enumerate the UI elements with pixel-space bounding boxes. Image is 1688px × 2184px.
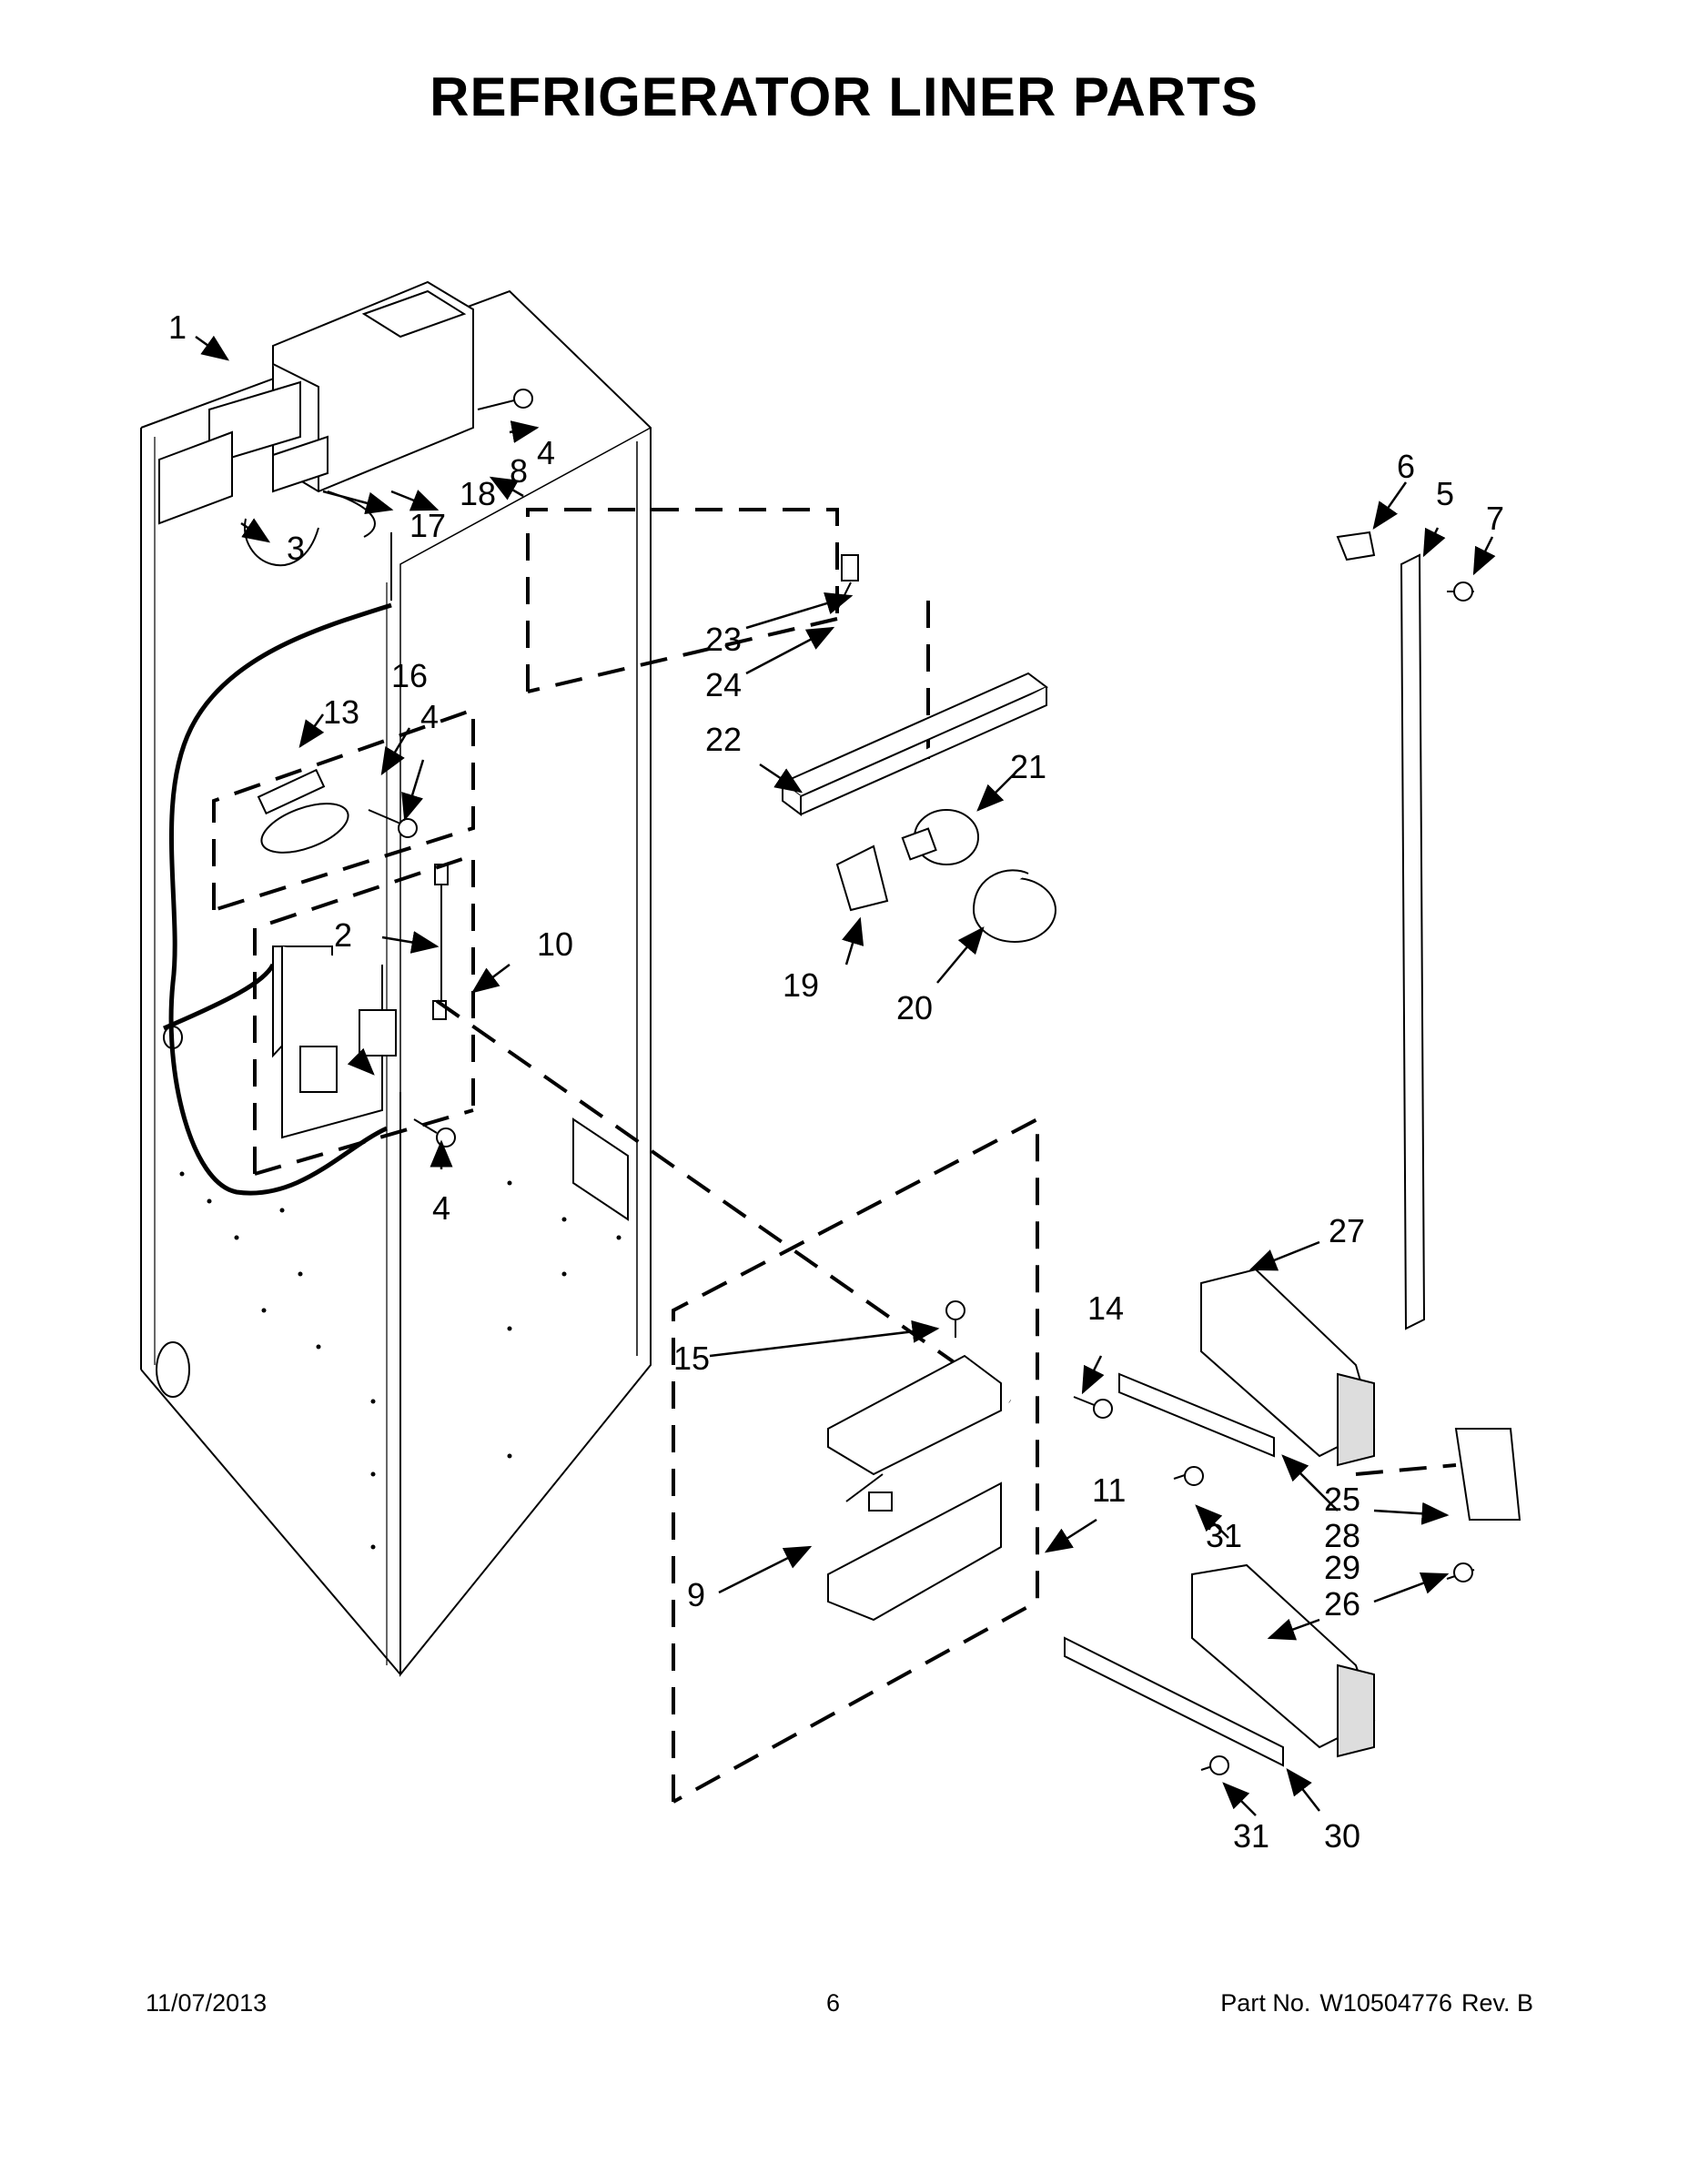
callout-18: 18	[460, 475, 496, 512]
callout-6: 6	[1397, 448, 1415, 485]
callout-27: 27	[1329, 1212, 1365, 1249]
callout-21: 21	[1010, 748, 1046, 785]
footer-part-info: Part No. W10504776 Rev. B	[1211, 1989, 1533, 2017]
callout-labels: 1 2 3 4 4 4 5 6 7 8 9 10 11 13 14 15 16 …	[168, 308, 1504, 1855]
callout-8: 8	[510, 452, 528, 490]
dispenser-module	[827, 1354, 1002, 1622]
callout-16: 16	[391, 657, 428, 694]
callout-17: 17	[409, 507, 446, 544]
callout-30: 30	[1324, 1817, 1360, 1855]
leader-arrows	[195, 335, 1496, 1816]
callout-5: 5	[1436, 475, 1454, 512]
callout-1: 1	[168, 308, 187, 346]
callout-4c: 4	[432, 1189, 450, 1227]
crisper-parts	[1064, 1268, 1521, 1767]
callout-24: 24	[705, 666, 742, 703]
screws	[368, 389, 1475, 1775]
callout-4b: 4	[420, 698, 439, 735]
callout-7: 7	[1486, 500, 1504, 537]
callout-28: 28	[1324, 1517, 1360, 1554]
callout-2: 2	[334, 916, 352, 954]
callout-29: 29	[1324, 1549, 1360, 1586]
light-assembly	[781, 672, 1056, 943]
page-title: REFRIGERATOR LINER PARTS	[430, 66, 1258, 127]
control-assembly	[257, 768, 449, 1139]
top-housing	[158, 280, 474, 601]
part-prefix: Part No.	[1220, 1989, 1311, 2017]
footer-date: 11/07/2013	[146, 1989, 268, 2017]
callout-26: 26	[1324, 1585, 1360, 1623]
callout-13: 13	[323, 693, 359, 731]
callout-15: 15	[673, 1340, 710, 1377]
callout-23: 23	[705, 621, 742, 658]
part-number: W10504776	[1319, 1989, 1452, 2017]
wire-harness	[168, 602, 392, 1196]
callout-11: 11	[1092, 1471, 1126, 1509]
callout-22: 22	[705, 721, 742, 758]
callout-31b: 31	[1233, 1817, 1269, 1855]
callout-9: 9	[687, 1576, 705, 1613]
callout-20: 20	[896, 989, 933, 1026]
callout-25: 25	[1324, 1481, 1360, 1518]
callout-4a: 4	[537, 434, 555, 471]
callout-10: 10	[537, 925, 573, 963]
assembly-outlines	[212, 508, 1457, 1804]
footer-page-number: 6	[826, 1989, 841, 2017]
callout-14: 14	[1087, 1289, 1124, 1327]
callout-3: 3	[287, 530, 305, 567]
revision: Rev. B	[1461, 1989, 1533, 2017]
callout-19: 19	[783, 966, 819, 1004]
callout-31a: 31	[1206, 1517, 1242, 1554]
shelf-rail	[1336, 531, 1426, 1330]
